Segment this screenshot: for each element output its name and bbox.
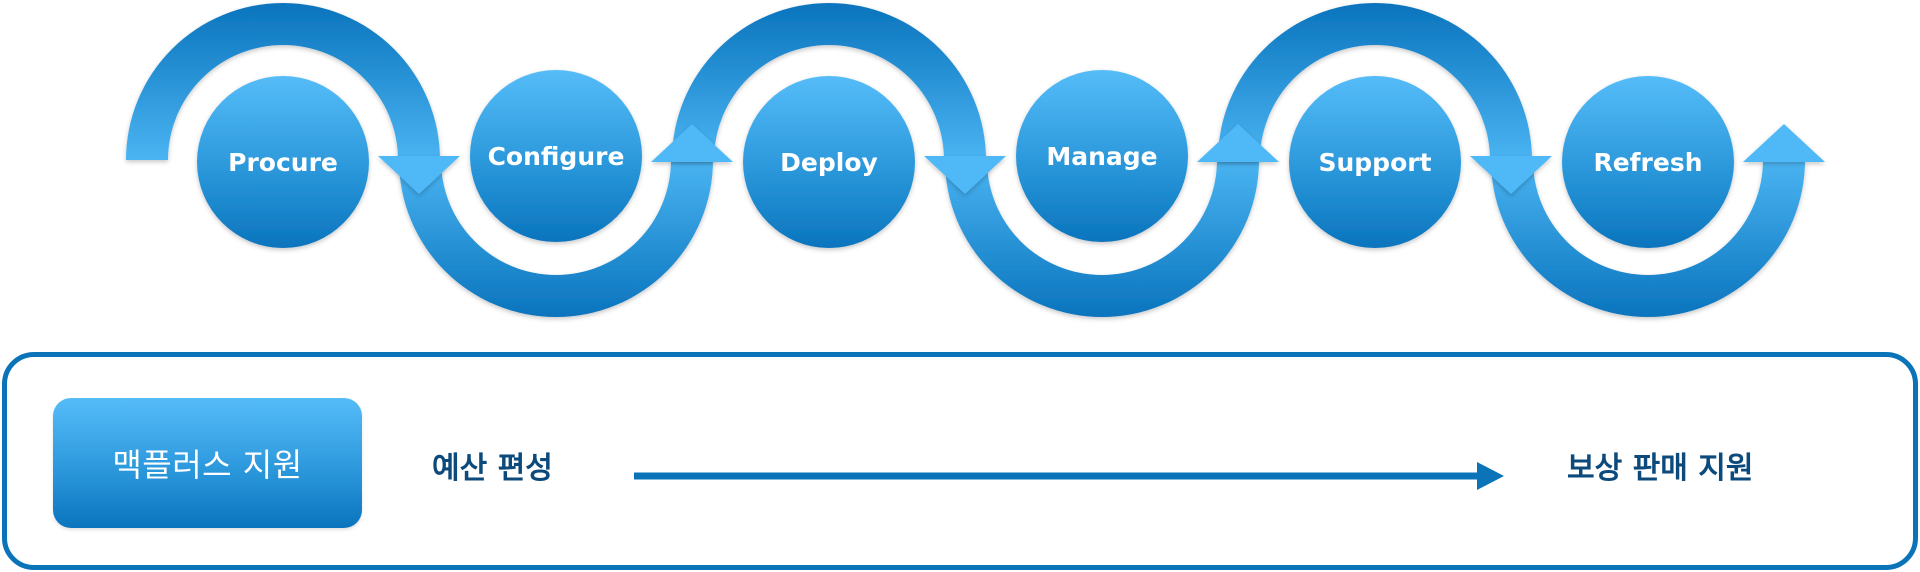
timeline-arrow <box>634 462 1504 490</box>
lifecycle-flow-diagram: Procure Configure Deploy Manage Support Refre… <box>126 3 1825 317</box>
ribbon-arc-3 <box>672 3 986 160</box>
summary-panel: 맥플러스 지원 예산 편성 보상 판매 지원 <box>2 352 1918 570</box>
ribbon-arc-4 <box>945 160 1259 317</box>
step-circle <box>470 70 642 242</box>
start-phase-label: 예산 편성 <box>432 451 553 486</box>
ribbon-arc-2 <box>399 160 713 317</box>
arrow-down-icon <box>378 156 460 194</box>
ribbon-arc-1 <box>126 3 440 160</box>
ribbon-arrowheads <box>378 124 1825 194</box>
step-refresh[interactable]: Refresh <box>1562 76 1734 248</box>
step-label: Refresh <box>1593 148 1702 177</box>
arrow-up-icon <box>651 124 733 162</box>
step-label: Procure <box>228 148 338 177</box>
step-procure[interactable]: Procure <box>197 76 369 248</box>
step-circle <box>1016 70 1188 242</box>
arrow-up-icon <box>1743 124 1825 162</box>
step-configure[interactable]: Configure <box>470 70 642 242</box>
end-phase-label: 보상 판매 지원 <box>1567 451 1754 486</box>
step-deploy[interactable]: Deploy <box>743 76 915 248</box>
program-badge-label: 맥플러스 지원 <box>112 446 303 484</box>
step-label: Configure <box>488 142 625 171</box>
ribbon-arc-5 <box>1218 3 1532 160</box>
step-circle <box>1289 76 1461 248</box>
step-circle <box>1562 76 1734 248</box>
program-badge[interactable]: 맥플러스 지원 <box>53 398 362 528</box>
step-manage[interactable]: Manage <box>1016 70 1188 242</box>
step-circles: Procure Configure Deploy Manage Support Refre… <box>197 70 1734 248</box>
arrow-right-icon <box>1477 462 1504 490</box>
step-circle <box>197 76 369 248</box>
arrow-down-icon <box>1470 156 1552 194</box>
arrow-down-icon <box>924 156 1006 194</box>
arrow-up-icon <box>1197 124 1279 162</box>
ribbon-arcs <box>126 3 1805 317</box>
step-circle <box>743 76 915 248</box>
ribbon-arc-6 <box>1491 160 1805 317</box>
step-support[interactable]: Support <box>1289 76 1461 248</box>
timeline-line <box>634 472 1482 480</box>
step-label: Manage <box>1046 142 1157 171</box>
step-label: Deploy <box>780 148 878 177</box>
step-label: Support <box>1318 148 1431 177</box>
